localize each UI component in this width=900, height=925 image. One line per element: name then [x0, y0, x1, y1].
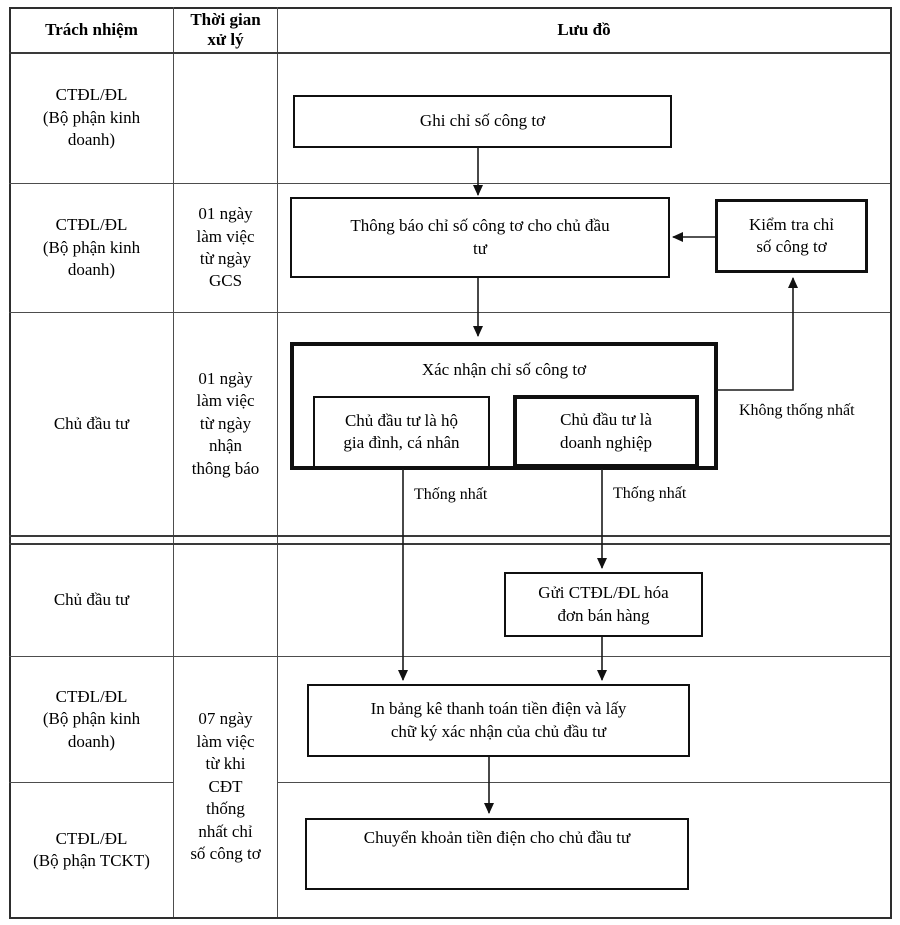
header-flowchart: Lưu đồ	[557, 19, 611, 39]
header-processing-time: Thời gian xử lý	[190, 9, 261, 49]
table-outer-border	[9, 7, 892, 919]
flow-box-send-sales-invoice: Gửi CTĐL/ĐL hóa đơn bán hàng	[504, 572, 703, 637]
edge-label-agree-left: Thống nhất	[414, 486, 488, 503]
edge-label-disagree: Không thống nhất	[739, 402, 855, 419]
flow-box-investor-household: Chủ đầu tư là hộ gia đình, cá nhân	[313, 396, 490, 468]
grid-line-col-1	[173, 7, 174, 917]
grid-line-row-2	[9, 312, 890, 313]
grid-line-header-bottom	[9, 52, 890, 54]
cell-responsibility-row3: Chủ đầu tư	[53, 413, 130, 433]
cell-time-row2: 01 ngày làm việc từ ngày GCS	[196, 204, 255, 291]
cell-time-row3: 01 ngày làm việc từ ngày nhận thông báo	[191, 368, 260, 478]
grid-line-row-4	[9, 656, 890, 657]
flow-box-investor-enterprise: Chủ đầu tư là doanh nghiệp	[513, 395, 699, 468]
flow-box-notify-meter-reading: Thông báo chỉ số công tơ cho chủ đầu tư	[290, 197, 670, 278]
grid-line-row-5-left	[9, 782, 174, 783]
flow-box-record-meter-reading: Ghi chỉ số công tơ	[293, 95, 672, 148]
grid-line-row-1	[9, 183, 890, 184]
grid-line-row-5-right	[277, 782, 890, 783]
flow-box-check-meter-reading: Kiểm tra chỉ số công tơ	[715, 199, 868, 273]
cell-responsibility-row6: CTĐL/ĐL (Bộ phận TCKT)	[33, 828, 150, 870]
flow-box-print-payment-statement: In bảng kê thanh toán tiền điện và lấy c…	[307, 684, 690, 757]
flow-box-transfer-payment: Chuyển khoản tiền điện cho chủ đầu tư	[305, 818, 689, 890]
header-responsibility: Trách nhiệm	[45, 19, 138, 39]
grid-line-col-2	[277, 7, 278, 917]
edge-label-agree-right: Thống nhất	[613, 485, 687, 502]
cell-responsibility-row5: CTĐL/ĐL (Bộ phận kinh doanh)	[42, 686, 141, 751]
cell-responsibility-row1: CTĐL/ĐL (Bộ phận kinh doanh)	[42, 85, 141, 150]
cell-responsibility-row4: Chủ đầu tư	[53, 589, 130, 609]
grid-line-row-3b	[9, 543, 890, 545]
cell-time-row5-6-merged: 07 ngày làm việc từ khi CĐT thống nhất c…	[190, 709, 261, 864]
cell-responsibility-row2: CTĐL/ĐL (Bộ phận kinh doanh)	[42, 215, 141, 280]
grid-line-row-3a	[9, 535, 890, 537]
